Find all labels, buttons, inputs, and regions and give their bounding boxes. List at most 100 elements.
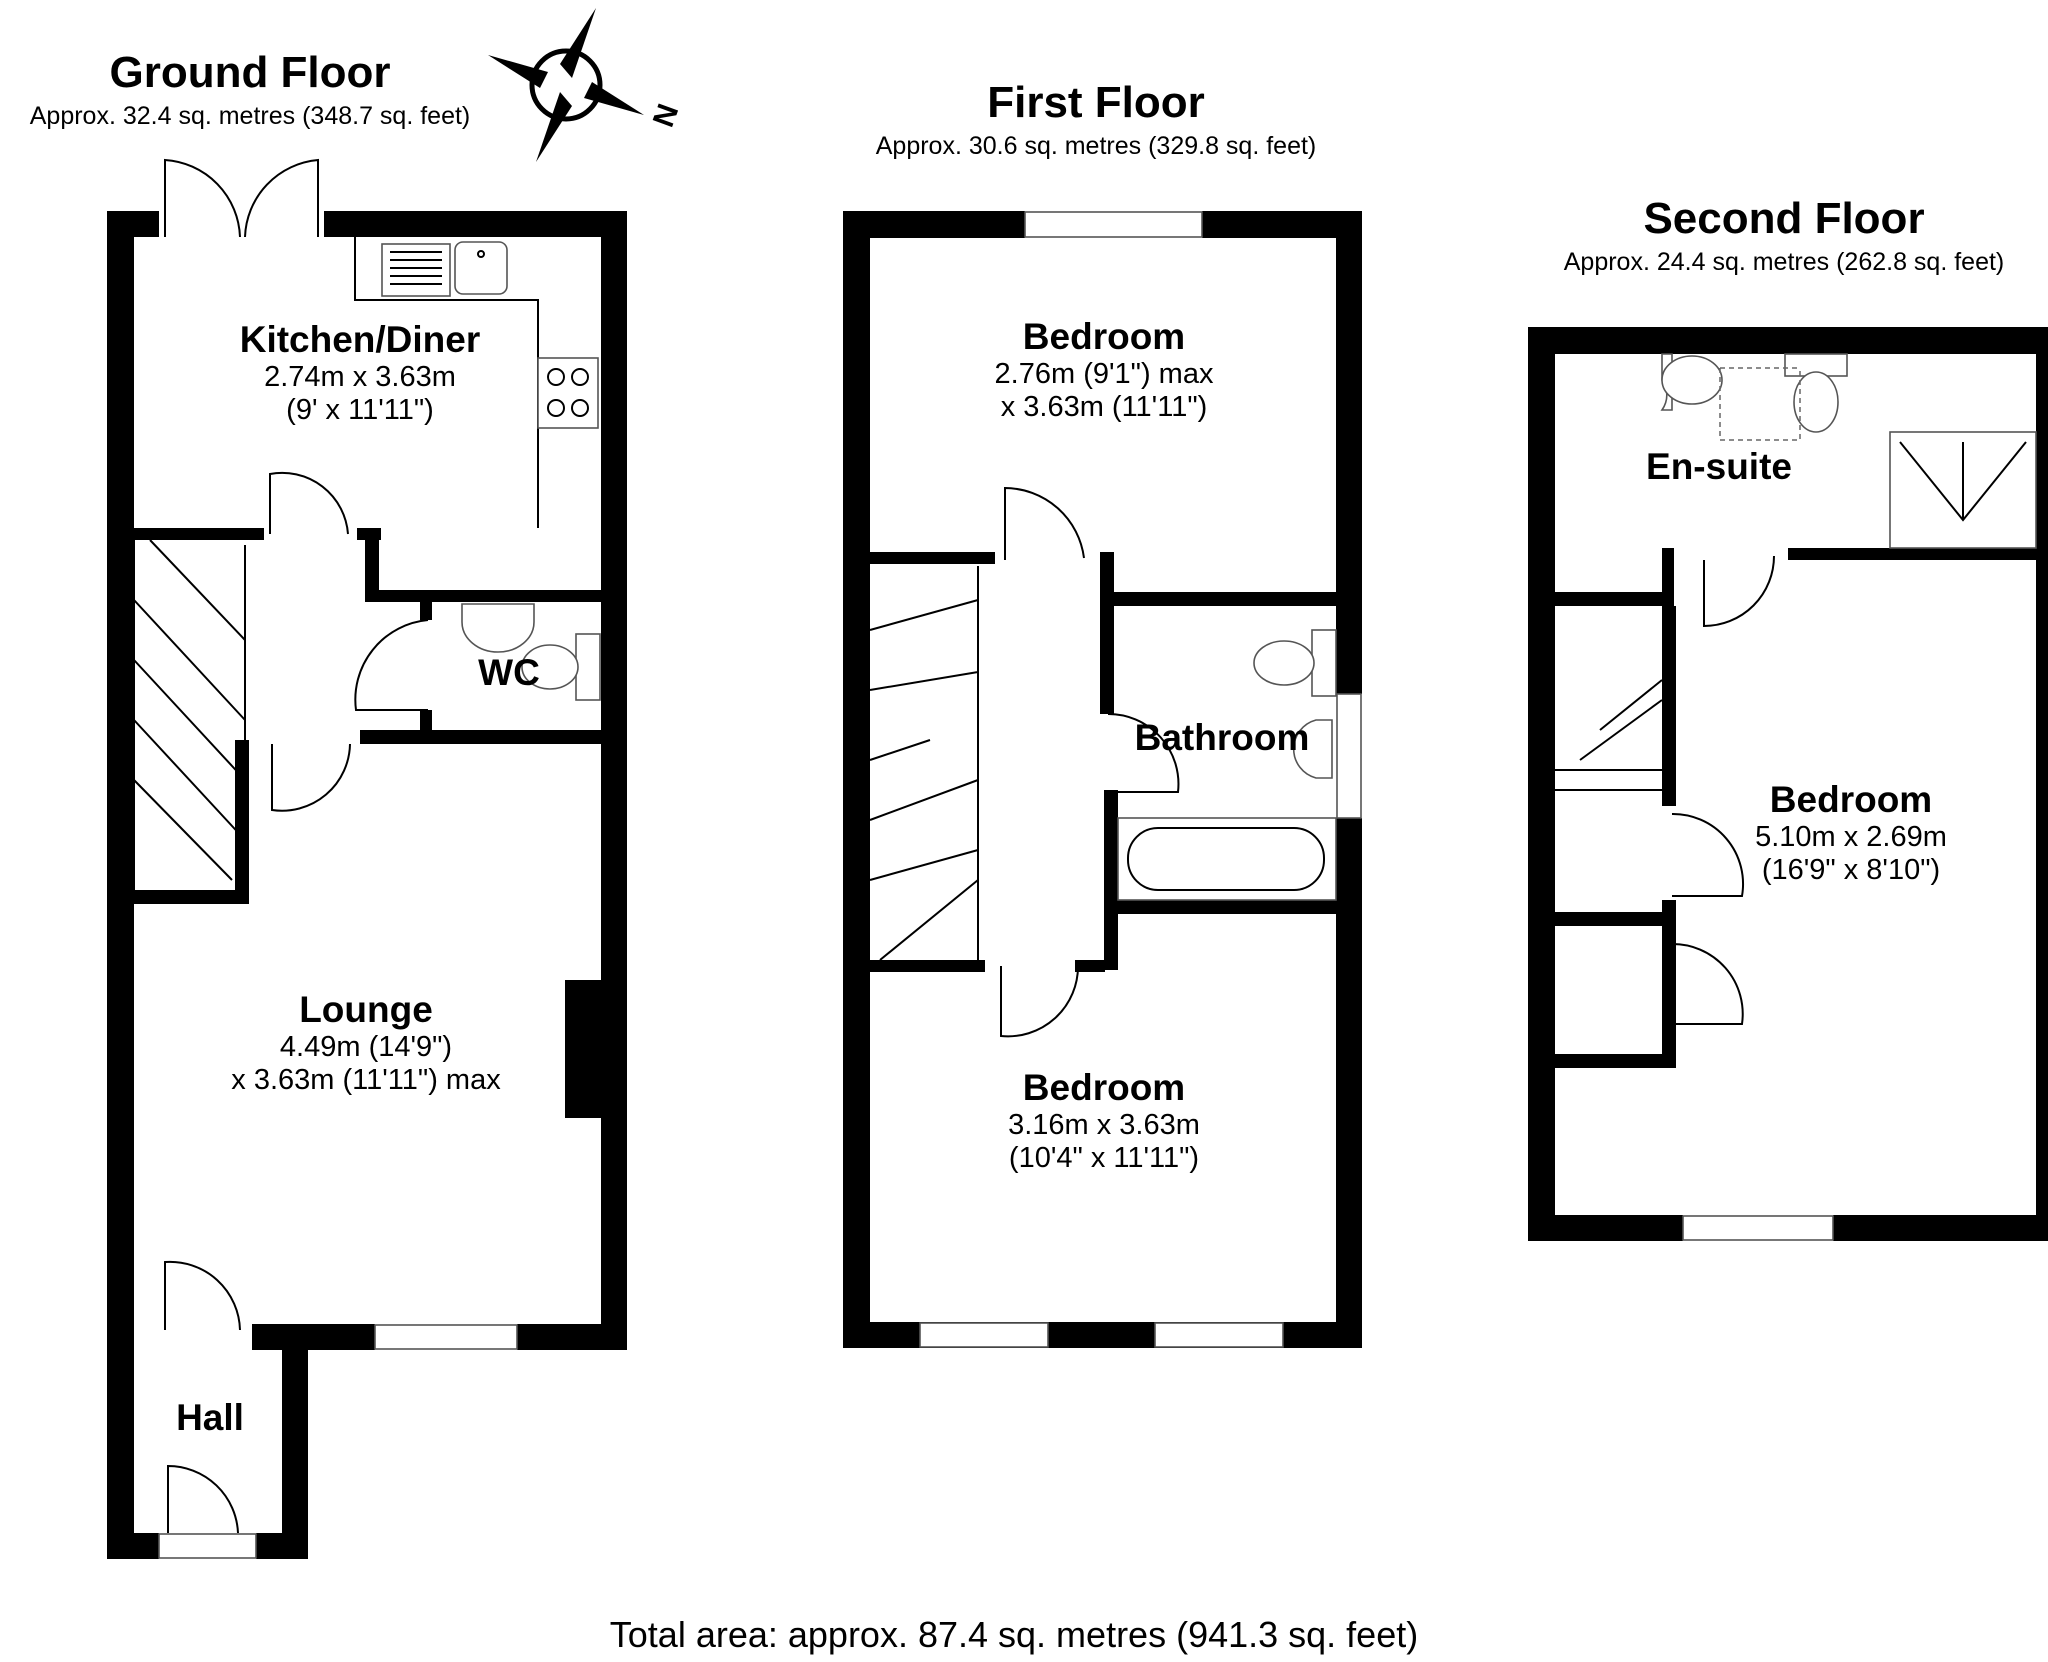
hob-ring-2 bbox=[571, 368, 589, 386]
ensuite-wall-left bbox=[1662, 548, 1674, 606]
rear-bedroom-dims-imperial: (10'4" x 11'11") bbox=[1009, 1142, 1199, 1174]
drainer-lines bbox=[390, 251, 442, 285]
first-floor-wall-left bbox=[843, 211, 870, 1348]
bathtub-inner bbox=[1127, 827, 1325, 891]
second-floor-wall-bottom-right bbox=[1833, 1215, 2048, 1241]
bath-wall-bottom bbox=[1104, 900, 1336, 914]
ground-floor-wall-top-right bbox=[324, 211, 627, 237]
front-bedroom-door-icon bbox=[1004, 486, 1085, 560]
wc-basin-icon bbox=[461, 603, 535, 653]
first-stairs-icon bbox=[869, 566, 979, 961]
bath-basin-icon bbox=[1292, 719, 1333, 779]
stair-wall-bottom-vert bbox=[235, 740, 249, 900]
kitchen-door-icon bbox=[269, 471, 349, 535]
bathroom-label: Bathroom bbox=[1135, 717, 1310, 758]
kitchen-diner-dims-imperial: (9' x 11'11") bbox=[286, 394, 434, 426]
wc-wall-divider-top bbox=[420, 600, 432, 620]
shower-lines bbox=[1899, 441, 2027, 522]
second-bedroom-dims-metric: 5.10m x 2.69m bbox=[1755, 821, 1947, 853]
front-bedroom-dims-length: x 3.63m (11'11") bbox=[1001, 391, 1208, 423]
ensuite-pipework bbox=[1719, 367, 1801, 441]
second-stairs-icon bbox=[1555, 679, 1663, 791]
total-area: Total area: approx. 87.4 sq. metres (941… bbox=[610, 1614, 1418, 1655]
second-bedroom-window-icon bbox=[1682, 1215, 1834, 1241]
ground-floor-wall-bottom-mid bbox=[252, 1324, 375, 1350]
bathtub-icon bbox=[1117, 817, 1337, 901]
wc-wall-left bbox=[365, 528, 379, 600]
second-floor-plan bbox=[1528, 327, 2048, 1241]
rear-bedroom-label: Bedroom bbox=[1023, 1067, 1185, 1108]
second-floor-wall-top bbox=[1528, 327, 2048, 354]
second-floor-title: Second Floor bbox=[1643, 194, 1924, 243]
ground-stairs-icon bbox=[133, 539, 246, 890]
kitchen-diner-label: Kitchen/Diner bbox=[240, 319, 481, 360]
cupboard-wall-vert-bottom bbox=[1662, 900, 1676, 1068]
wc-toilet-icon bbox=[521, 644, 579, 690]
wc-wall-top bbox=[365, 590, 601, 602]
first-floor-wall-top-left bbox=[843, 211, 1025, 238]
stair-wall-lower bbox=[870, 960, 985, 972]
wc-door-icon bbox=[354, 619, 429, 711]
bath-wall-left-top bbox=[1100, 552, 1114, 714]
cupboard-wall-vert-top bbox=[1662, 606, 1676, 806]
ground-floor-area: Approx. 32.4 sq. metres (348.7 sq. feet) bbox=[30, 102, 471, 130]
first-floor-plan bbox=[843, 211, 1362, 1348]
rear-bedroom-dims-metric: 3.16m x 3.63m bbox=[1008, 1109, 1200, 1141]
stair-wall-top bbox=[134, 528, 264, 540]
hall-door-icon bbox=[164, 1260, 241, 1331]
rear-bedroom-window-1-icon bbox=[919, 1322, 1049, 1348]
stair-landing-wall-top bbox=[870, 552, 995, 564]
front-bedroom-label: Bedroom bbox=[1023, 316, 1185, 357]
second-floor-wall-left bbox=[1528, 327, 1555, 1241]
hob-ring-1 bbox=[547, 368, 565, 386]
kitchen-sink-icon bbox=[454, 241, 508, 295]
cupboard-door-2-icon bbox=[1671, 942, 1744, 1025]
second-bedroom-label: Bedroom bbox=[1770, 779, 1932, 820]
wc-cistern-icon bbox=[575, 633, 601, 701]
ground-floor-wall-top-left bbox=[107, 211, 159, 237]
hob-ring-4 bbox=[571, 399, 589, 417]
second-floor-wall-bottom-left bbox=[1528, 1215, 1683, 1241]
bath-wall-left-bottom bbox=[1104, 790, 1118, 970]
ground-floor-title: Ground Floor bbox=[109, 48, 390, 97]
lounge-window-icon bbox=[374, 1324, 518, 1350]
cupboard-wall-mid bbox=[1555, 912, 1676, 926]
rear-bedroom-window-2-icon bbox=[1154, 1322, 1284, 1348]
french-doors-icon bbox=[164, 158, 319, 238]
ensuite-label: En-suite bbox=[1646, 446, 1792, 487]
wc-label: WC bbox=[478, 652, 540, 693]
ensuite-door-icon bbox=[1703, 555, 1775, 628]
lounge-dims-width: x 3.63m (11'11") max bbox=[231, 1064, 501, 1096]
first-floor-wall-right-top bbox=[1336, 211, 1362, 694]
hall-wall-right bbox=[282, 1324, 308, 1559]
ground-floor-plan bbox=[107, 158, 627, 1559]
first-floor-wall-right-bottom bbox=[1336, 818, 1362, 1348]
ground-floor-wall-bottom-right bbox=[517, 1324, 627, 1350]
ground-floor-wall-left bbox=[107, 211, 134, 1559]
ensuite-wall-bottom-left bbox=[1555, 592, 1665, 606]
cupboard-wall-bottom bbox=[1555, 1054, 1676, 1068]
hob-icon bbox=[537, 357, 599, 429]
second-floor-area: Approx. 24.4 sq. metres (262.8 sq. feet) bbox=[1564, 248, 2005, 276]
compass-icon bbox=[488, 8, 644, 162]
hall-window-icon bbox=[158, 1533, 257, 1559]
lounge-door-icon bbox=[271, 743, 351, 812]
bath-toilet-icon bbox=[1253, 640, 1315, 686]
ensuite-sink-icon bbox=[1661, 355, 1723, 405]
stair-wall-lower-right bbox=[1075, 960, 1105, 972]
first-floor-wall-top-right bbox=[1202, 211, 1362, 238]
ground-floor-wall-right bbox=[601, 211, 627, 1350]
lounge-dims-length: 4.49m (14'9") bbox=[280, 1031, 452, 1063]
hall-wall-bottom-right bbox=[256, 1533, 308, 1559]
hall-wall-bottom-left bbox=[107, 1533, 159, 1559]
chimney-breast bbox=[565, 980, 601, 1118]
lounge-label: Lounge bbox=[299, 989, 433, 1030]
front-door-icon bbox=[167, 1464, 239, 1534]
second-floor-wall-right bbox=[2036, 327, 2048, 1241]
wc-wall-bottom bbox=[360, 730, 601, 744]
kitchen-tap-icon bbox=[477, 250, 485, 258]
cupboard-door-1-icon bbox=[1671, 812, 1745, 897]
second-bedroom-dims-imperial: (16'9" x 8'10") bbox=[1762, 854, 1940, 886]
ensuite-toilet-icon bbox=[1793, 371, 1839, 433]
